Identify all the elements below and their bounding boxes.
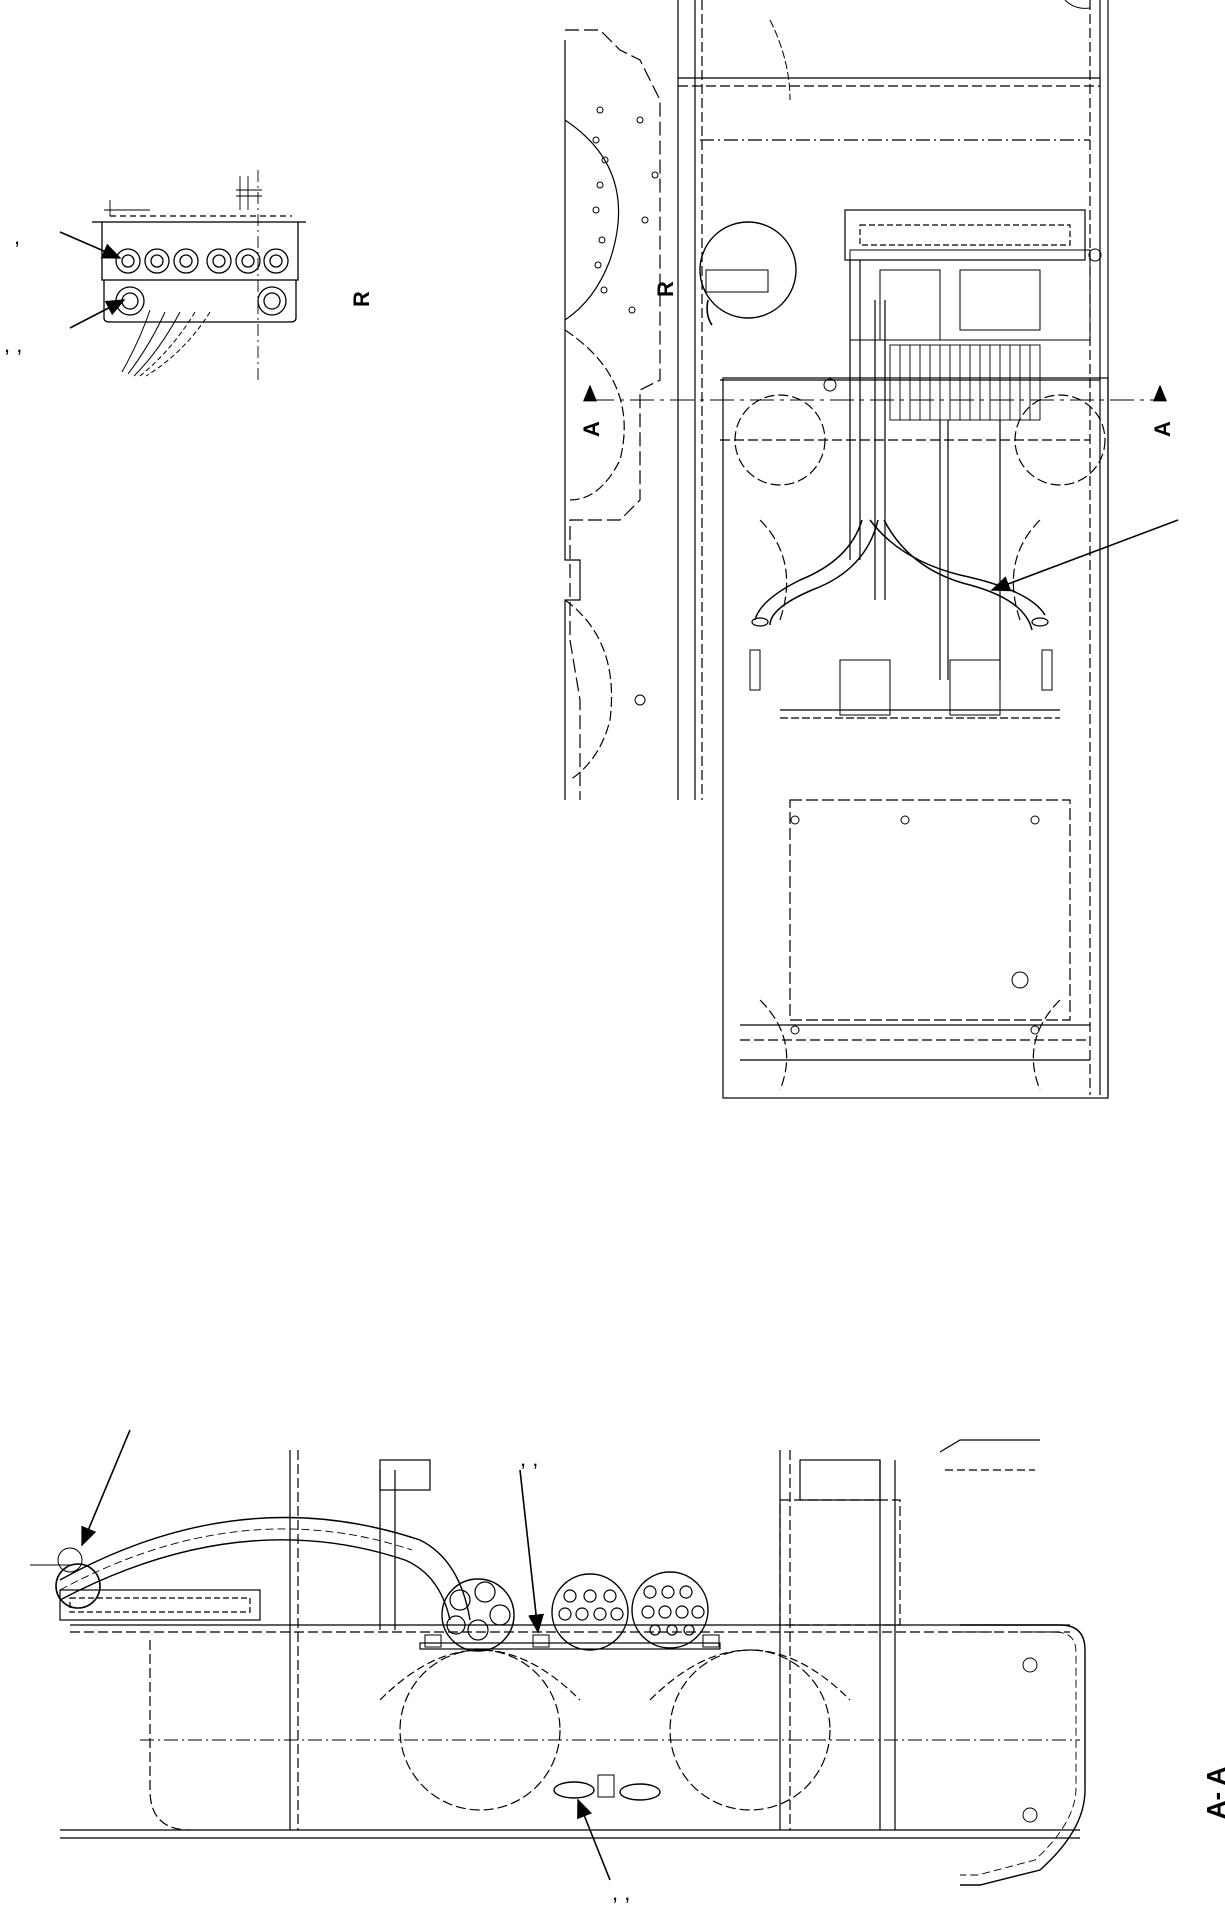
grommet-disks [441,1571,709,1652]
section-a-right-label: A [1149,421,1175,437]
terminal-stack [889,344,1041,421]
rivet-holes-left [592,106,659,314]
bolts-plan [634,248,1102,1035]
section-view-aa [30,1429,1086,1886]
callout-detail-bottom: , , [4,332,23,357]
view-r-detail-label: R [348,291,374,307]
callout-section-top: , , [520,1446,539,1471]
grommet-row-upper [115,248,289,274]
detail-view-r [59,170,306,380]
section-a-left-label: A [578,421,604,437]
section-title-label: A- A [1201,1767,1225,1820]
callout-detail-top: , [14,224,21,249]
y-harness [751,519,1049,631]
plan-view [564,0,1179,1099]
view-r-main-label: R [652,281,678,297]
callout-section-bottom: , , [612,1880,631,1905]
